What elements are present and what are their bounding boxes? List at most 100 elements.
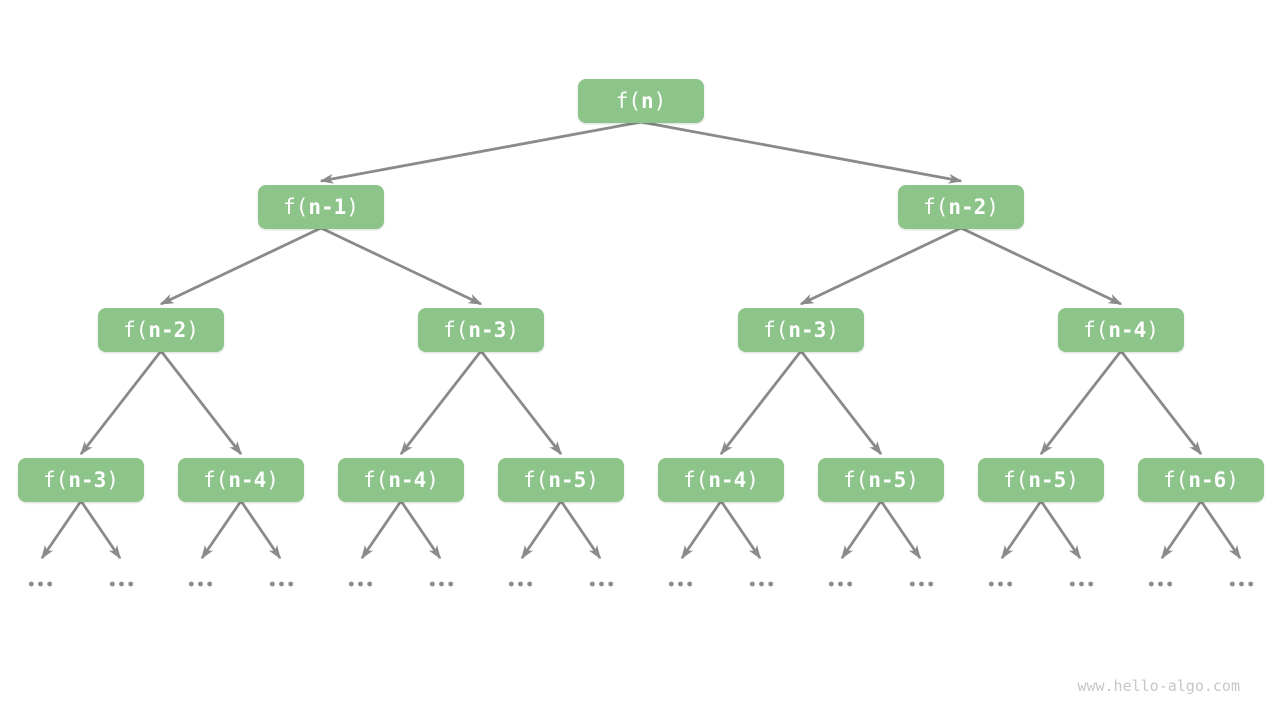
tree-node: f(n-2) [898,185,1024,229]
ellipsis [1229,581,1254,587]
ellipsis-dot [687,581,693,587]
ellipsis-dot [508,581,514,587]
node-label: f(n-6) [1163,468,1239,492]
ellipsis-dot [527,581,533,587]
tree-node: f(n-2) [98,308,224,352]
edge-arrow [1039,350,1123,456]
edge-arrow [1119,350,1203,456]
ellipsis-dot [759,581,764,587]
node-box [818,458,944,502]
tree-node: f(n-1) [258,185,384,229]
ellipsis-dot [439,581,444,587]
edge-arrow [79,350,163,456]
edge-arrow [879,500,922,560]
edge-arrow [239,500,282,560]
ellipsis [589,581,614,587]
edges-layer [40,120,1242,560]
node-label: f(n-5) [843,468,919,492]
ellipsis-dot [1239,581,1244,587]
edge-arrow [719,350,803,456]
node-label: f(n-1) [283,195,359,219]
edge-arrow [159,226,322,306]
ellipsis [188,581,213,587]
node-box [178,458,304,502]
node-label: f(n-3) [763,318,839,342]
ellipsis-dot [909,581,915,587]
ellipsis-dot [599,581,604,587]
tree-node: f(n-3) [418,308,544,352]
edge-arrow [79,500,122,560]
edge-arrow [159,350,243,456]
node-label: f(n-2) [923,195,999,219]
node-label: f(n-4) [1083,318,1159,342]
ellipsis-dot [279,581,284,587]
ellipsis-dot [608,581,614,587]
ellipsis [828,581,853,587]
ellipsis-dot [288,581,294,587]
node-label: f(n-4) [363,468,439,492]
node-label: f(n) [616,89,667,113]
ellipsis [28,581,53,587]
edge-arrow [799,226,962,306]
ellipsis-dot [198,581,203,587]
node-box [1138,458,1264,502]
node-label: f(n-2) [123,318,199,342]
tree-node: f(n-5) [818,458,944,502]
ellipsis [109,581,134,587]
ellipsis-dot [367,581,373,587]
ellipsis-dot [928,581,934,587]
node-box [578,79,704,123]
ellipsis [1148,581,1173,587]
ellipsis [668,581,693,587]
ellipsis-dot [38,581,43,587]
ellipsis-dot [988,581,994,587]
edge-arrow [719,500,762,560]
node-box [1058,308,1184,352]
ellipsis-dot [448,581,454,587]
ellipsis [988,581,1013,587]
ellipsis-dot [1007,581,1013,587]
ellipsis-dot [128,581,134,587]
edge-arrow [799,350,883,456]
edge-arrow [1199,500,1242,560]
edge-arrow [520,500,563,560]
tree-node: f(n-4) [338,458,464,502]
node-label: f(n-3) [443,318,519,342]
ellipsis-dot [847,581,853,587]
tree-node: f(n) [578,79,704,123]
node-box [658,458,784,502]
tree-node: f(n-4) [1058,308,1184,352]
node-box [898,185,1024,229]
edge-arrow [1000,500,1043,560]
ellipsis-dot [1088,581,1094,587]
ellipsis-dot [998,581,1003,587]
ellipsis-dot [109,581,115,587]
node-box [98,308,224,352]
ellipsis-dot [1079,581,1084,587]
ellipsis-dot [838,581,843,587]
ellipsis-dot [828,581,834,587]
tree-node: f(n-4) [658,458,784,502]
node-label: f(n-4) [683,468,759,492]
edge-arrow [399,500,442,560]
edge-arrow [840,500,883,560]
ellipsis-dot [518,581,523,587]
node-box [18,458,144,502]
node-box [338,458,464,502]
ellipsis-dot [678,581,683,587]
ellipsis [508,581,533,587]
node-label: f(n-5) [523,468,599,492]
edge-arrow [479,350,563,456]
tree-node: f(n-4) [178,458,304,502]
tree-node: f(n-5) [978,458,1104,502]
edge-arrow [640,120,963,184]
tree-node: f(n-3) [18,458,144,502]
ellipsis [1069,581,1094,587]
ellipsis-dot [47,581,53,587]
ellipsis-dot [1248,581,1254,587]
ellipsis-dot [119,581,124,587]
node-label: f(n-3) [43,468,119,492]
ellipsis-dot [589,581,595,587]
ellipsis-dot [1069,581,1075,587]
node-label: f(n-4) [203,468,279,492]
